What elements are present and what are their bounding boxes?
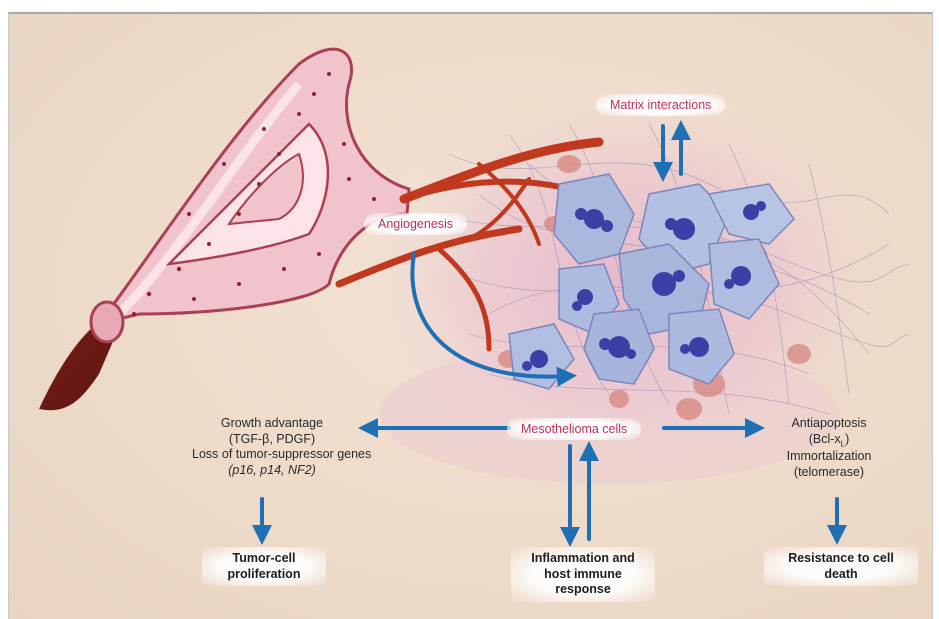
right-line-2: (Bcl-xL)	[769, 432, 889, 450]
matrix-interactions-label: Matrix interactions	[596, 94, 725, 116]
outcome-tumor-proliferation: Tumor-cell proliferation	[202, 547, 326, 586]
illustration-frame: Matrix interactions Angiogenesis Mesothe…	[8, 12, 933, 619]
outcome-inflammation: Inflammation and host immune response	[511, 547, 655, 602]
mesothelioma-illustration	[9, 14, 932, 619]
angiogenesis-label: Angiogenesis	[364, 213, 467, 235]
left-line-4: (p16, p14, NF2)	[192, 463, 352, 479]
right-line-1: Antiapoptosis	[769, 416, 889, 432]
right-line-4: (telomerase)	[769, 465, 889, 481]
left-line-1: Growth advantage	[192, 416, 352, 432]
left-line-3: Loss of tumor-suppressor genes	[192, 447, 352, 463]
mesothelioma-cells-label: Mesothelioma cells	[507, 418, 641, 440]
left-mechanisms-block: Growth advantage (TGF-β, PDGF) Loss of t…	[192, 416, 352, 479]
outcome-resistance-cell-death: Resistance to cell death	[764, 547, 918, 586]
blood-vessel	[39, 49, 409, 410]
right-mechanisms-block: Antiapoptosis (Bcl-xL) Immortalization (…	[769, 416, 889, 480]
left-line-2: (TGF-β, PDGF)	[192, 432, 352, 448]
right-line-3: Immortalization	[769, 449, 889, 465]
